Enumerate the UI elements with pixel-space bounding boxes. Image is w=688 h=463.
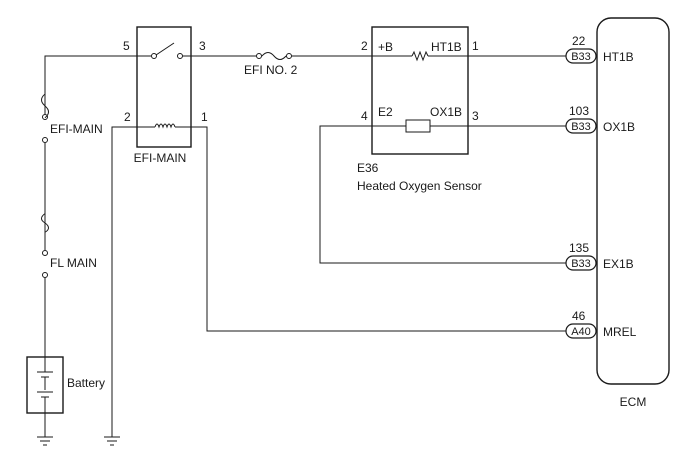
ecm-signal: OX1B — [603, 120, 635, 134]
ecm-pin-number: 103 — [569, 104, 589, 118]
battery-label: Battery — [67, 376, 105, 390]
fl-main-fuse-icon — [41, 213, 49, 278]
ecm-terminal-ox1b: 103 B33 OX1B — [565, 104, 635, 134]
efi-main-fuse-icon — [41, 93, 49, 143]
ecm-terminal-mrel: 46 A40 MREL — [565, 309, 637, 339]
efi-main-fuse-label: EFI-MAIN — [50, 122, 103, 136]
ground-icon — [37, 436, 53, 446]
ecm-connector: B33 — [571, 51, 591, 63]
ground-icon — [104, 436, 120, 446]
ecm-pin-number: 46 — [572, 309, 586, 323]
sensor-code: E36 — [357, 161, 379, 175]
ecm-signal: EX1B — [603, 257, 634, 271]
relay-pin-3: 3 — [199, 39, 206, 53]
ecm-label: ECM — [620, 395, 647, 409]
battery-icon — [37, 357, 53, 413]
sensor-pin-label-ht1b: HT1B — [431, 40, 462, 54]
ecm-terminal-ex1b: 135 B33 EX1B — [565, 241, 634, 271]
ecm-pin-number: 22 — [572, 34, 586, 48]
fl-main-fuse-label: FL MAIN — [50, 256, 97, 270]
relay-pin-5: 5 — [123, 39, 130, 53]
relay-coil-icon — [137, 123, 191, 129]
efi-no2-fuse-label: EFI NO. 2 — [244, 63, 298, 77]
ecm-pin-number: 135 — [569, 241, 589, 255]
relay-switch-icon — [137, 42, 191, 59]
heater-element-icon — [411, 50, 429, 62]
efi-no2-fuse-icon — [256, 52, 292, 60]
ecm-signal: MREL — [603, 325, 637, 339]
sensor-pin-3: 3 — [472, 109, 479, 123]
ecm-connector: B33 — [571, 258, 591, 270]
sensor-pin-2: 2 — [361, 39, 368, 53]
sensor-pin-label-ox1b: OX1B — [430, 105, 462, 119]
sensor-pin-1: 1 — [472, 39, 479, 53]
sensor-name: Heated Oxygen Sensor — [357, 179, 482, 193]
ecm-box — [596, 17, 670, 385]
sensing-element-icon — [405, 119, 431, 133]
relay-box — [136, 26, 192, 148]
sensor-box — [371, 26, 469, 155]
ecm-signal: HT1B — [603, 50, 634, 64]
sensor-pin-label-e2: E2 — [378, 105, 393, 119]
relay-pin-1: 1 — [201, 110, 208, 124]
ecm-connector: A40 — [571, 326, 591, 338]
relay-label: EFI-MAIN — [134, 151, 187, 165]
relay-pin-2: 2 — [124, 110, 131, 124]
sensor-pin-4: 4 — [361, 109, 368, 123]
ecm-terminal-ht1b: 22 B33 HT1B — [565, 34, 634, 64]
ecm-connector: B33 — [571, 121, 591, 133]
sensor-pin-label-b: +B — [378, 40, 393, 54]
